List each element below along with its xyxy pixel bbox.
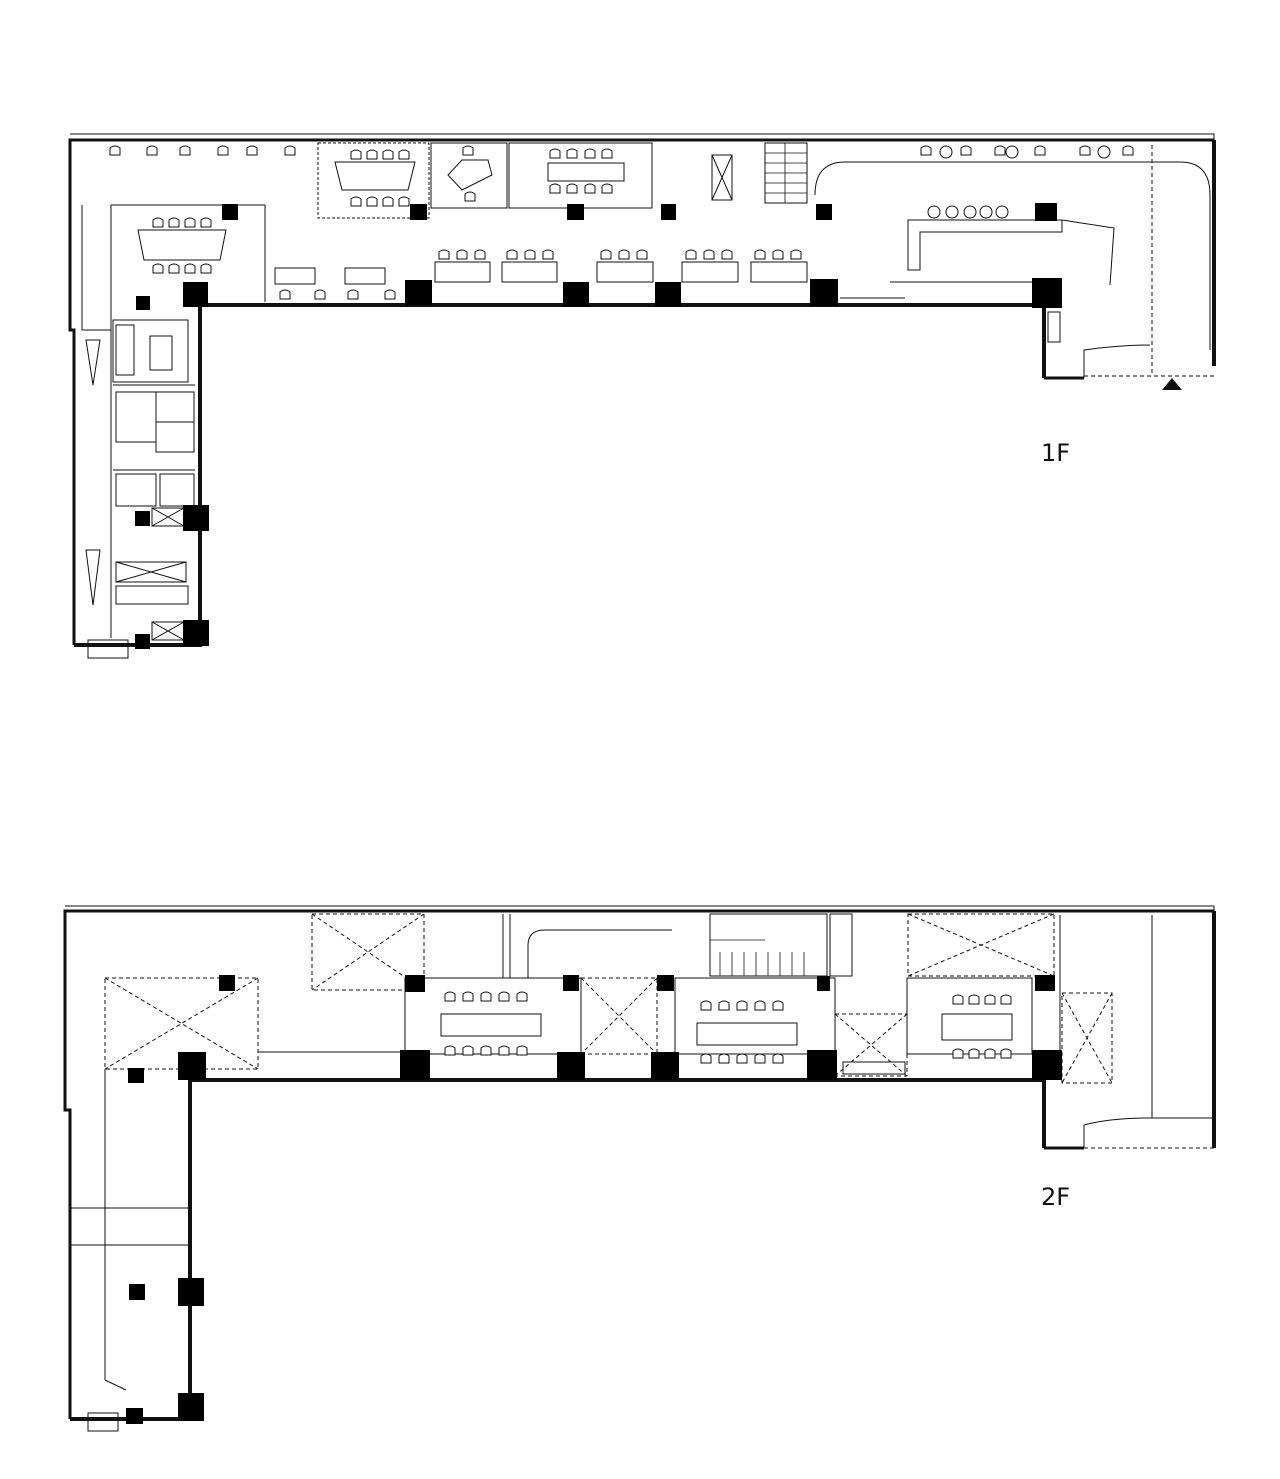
outer-wall-1f: [68, 138, 1214, 645]
floor-label-1f: 1F: [1041, 439, 1071, 467]
bar-stools-1f: [927, 145, 1111, 219]
floor-label-2f: 2F: [1041, 1183, 1071, 1211]
chairs-1f: [109, 145, 1134, 300]
facade-line-2f: [65, 905, 1215, 911]
inner-wall-1f: [74, 303, 1046, 647]
entrance-arrow-1f: [1162, 378, 1182, 390]
chairs-2f: [444, 991, 1012, 1064]
columns-1f: [135, 203, 1062, 649]
plan-1f: [68, 133, 1216, 659]
columns-2f: [126, 975, 1062, 1424]
facade-line-1f: [70, 133, 1215, 140]
outer-wall-2f: [63, 909, 1214, 1419]
desk-rows-1f: [274, 261, 808, 285]
inner-wall-2f: [70, 1078, 1046, 1421]
